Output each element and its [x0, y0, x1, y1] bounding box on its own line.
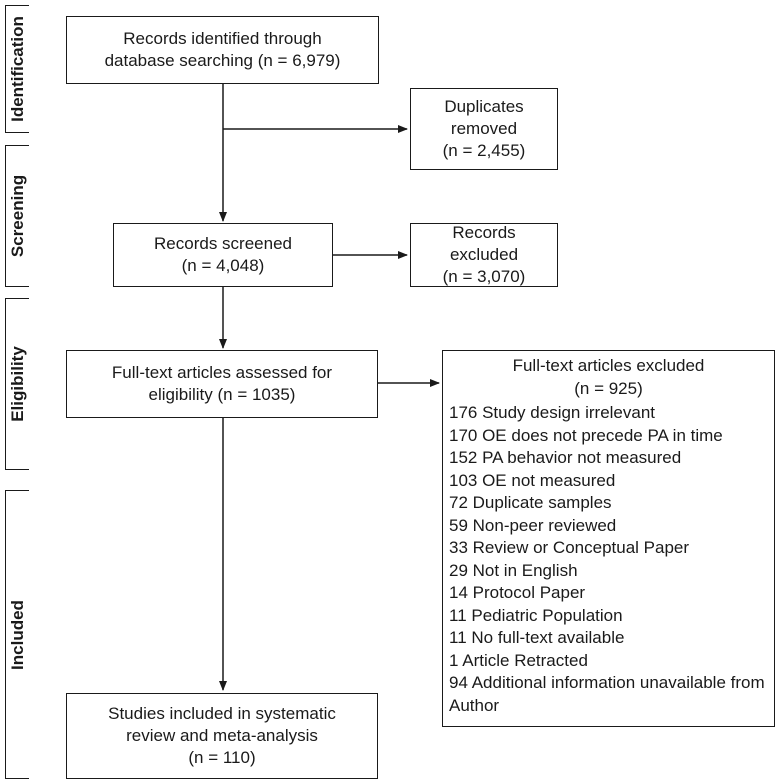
records-excluded-box: Records excluded (n = 3,070)	[410, 223, 558, 287]
exclusion-reason: 29 Not in English	[449, 560, 578, 580]
duplicates-line3: (n = 2,455)	[442, 141, 526, 160]
phase-eligibility: Eligibility	[5, 298, 29, 470]
fulltext-excluded-title: Full-text articles excluded	[512, 356, 705, 375]
records-identified-line1: Records identified through	[123, 29, 322, 48]
fulltext-assessed-line2: eligibility (n = 1035)	[148, 385, 296, 404]
duplicates-line1: Duplicates	[444, 97, 524, 116]
exclusion-reason: 94 Additional information unavailable fr…	[449, 673, 765, 715]
phase-included: Included	[5, 490, 29, 779]
exclusion-reason: 170 OE does not precede PA in time	[449, 425, 723, 445]
fulltext-assessed-line1: Full-text articles assessed for	[111, 363, 333, 382]
fulltext-assessed-box: Full-text articles assessed for eligibil…	[66, 350, 378, 418]
phase-screening: Screening	[5, 145, 29, 287]
exclusion-reason: 14 Protocol Paper	[449, 583, 586, 602]
studies-included-line2: review and meta-analysis	[126, 726, 318, 745]
phase-identification: Identification	[5, 5, 29, 133]
fulltext-excluded-count: (n = 925)	[574, 378, 643, 398]
exclusion-reason: 33 Review or Conceptual Paper	[449, 538, 690, 557]
studies-included-box: Studies included in systematic review an…	[66, 693, 378, 779]
records-screened-line1: Records screened	[154, 234, 292, 253]
records-identified-box: Records identified through database sear…	[66, 16, 379, 84]
exclusion-reason: 176 Study design irrelevant	[449, 403, 656, 422]
duplicates-removed-box: Duplicates removed (n = 2,455)	[410, 88, 558, 170]
studies-included-line1: Studies included in systematic	[108, 704, 336, 723]
exclusion-reason: 103 OE not measured	[449, 470, 616, 490]
records-screened-line2: (n = 4,048)	[181, 256, 265, 275]
exclusion-reason: 152 PA behavior not measured	[449, 448, 682, 467]
exclusion-reasons-list: 176 Study design irrelevant 170 OE does …	[449, 402, 768, 717]
exclusion-reason: 11 No full-text available	[449, 628, 625, 647]
exclusion-reason: 1 Article Retracted	[449, 650, 588, 670]
records-excluded-line1: Records excluded	[449, 223, 519, 264]
records-screened-box: Records screened (n = 4,048)	[113, 223, 333, 287]
exclusion-reason: 59 Non-peer reviewed	[449, 515, 617, 535]
exclusion-reason: 11 Pediatric Population	[449, 605, 623, 625]
records-excluded-line2: (n = 3,070)	[442, 267, 526, 286]
records-identified-line2: database searching (n = 6,979)	[104, 51, 341, 70]
duplicates-line2: removed	[450, 119, 518, 138]
fulltext-excluded-box: Full-text articles excluded (n = 925) 17…	[442, 350, 775, 727]
exclusion-reason: 72 Duplicate samples	[449, 493, 612, 512]
studies-included-line3: (n = 110)	[188, 748, 256, 767]
